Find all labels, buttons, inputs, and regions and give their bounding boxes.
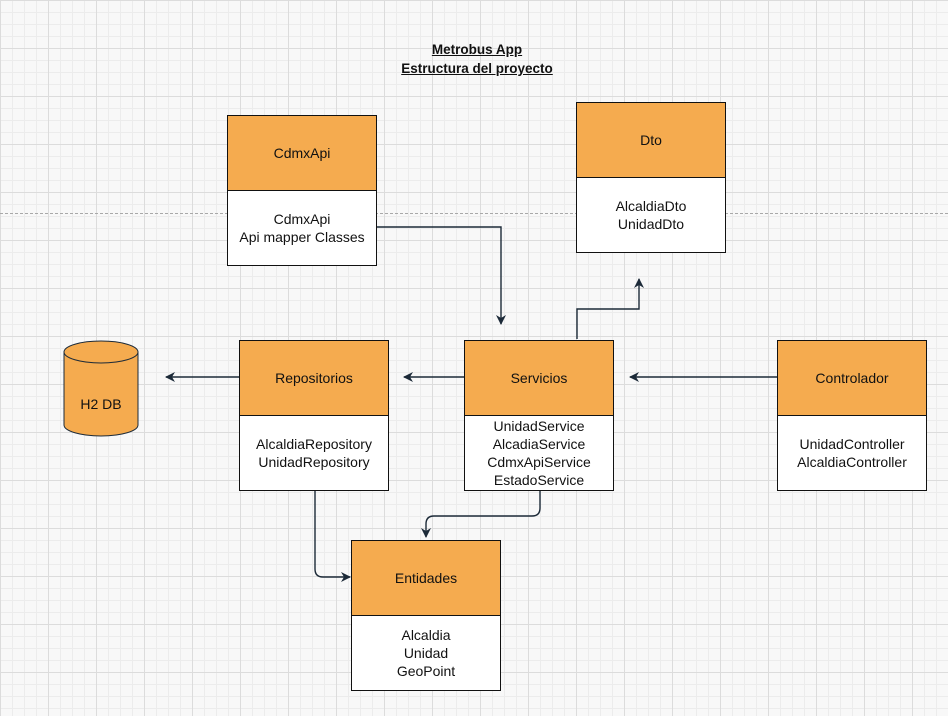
title-line-1: Metrobus App — [431, 42, 523, 57]
box-controlador[interactable]: Controlador UnidadController AlcaldiaCon… — [777, 340, 927, 491]
box-cdmxapi-header: CdmxApi — [228, 116, 376, 191]
box-dto-line: AlcaldiaDto — [615, 198, 687, 214]
edge-cdmxapi-servicios — [377, 226, 506, 325]
database-cylinder[interactable] — [63, 340, 139, 437]
edge-servicios-entidades — [421, 489, 541, 538]
box-servicios-line: CdmxApiService — [487, 454, 591, 470]
box-entidades-line: GeoPoint — [396, 663, 456, 679]
box-servicios[interactable]: Servicios UnidadService AlcadiaService C… — [464, 340, 614, 491]
box-controlador-body: UnidadController AlcaldiaController — [778, 416, 926, 490]
box-repositorios-header: Repositorios — [240, 341, 388, 416]
box-servicios-body: UnidadService AlcadiaService CdmxApiServ… — [465, 416, 613, 490]
box-dto-header: Dto — [577, 103, 725, 178]
box-servicios-line: UnidadService — [493, 418, 585, 434]
box-cdmxapi-body: CdmxApi Api mapper Classes — [228, 191, 376, 265]
box-controlador-header: Controlador — [778, 341, 926, 416]
box-cdmxapi-line: CdmxApi — [273, 211, 331, 227]
database-label: H2 DB — [80, 396, 122, 412]
edge-repositorios-entidades — [314, 489, 351, 582]
box-entidades-header: Entidades — [352, 541, 500, 616]
box-repositorios-line: AlcaldiaRepository — [256, 436, 372, 452]
box-controlador-line: AlcaldiaController — [797, 454, 907, 470]
edge-servicios-dto — [576, 278, 644, 339]
diagram-title: Metrobus App Estructura del proyecto — [374, 40, 580, 78]
box-entidades-body: Alcaldia Unidad GeoPoint — [352, 616, 500, 690]
title-line-2: Estructura del proyecto — [401, 61, 553, 76]
box-repositorios-body: AlcaldiaRepository UnidadRepository — [240, 416, 388, 490]
box-dto-body: AlcaldiaDto UnidadDto — [577, 178, 725, 252]
box-servicios-line: AlcadiaService — [492, 436, 586, 452]
box-servicios-header: Servicios — [465, 341, 613, 416]
box-cdmxapi-line: Api mapper Classes — [239, 229, 365, 245]
box-repositorios[interactable]: Repositorios AlcaldiaRepository UnidadRe… — [239, 340, 389, 491]
box-servicios-line: EstadoService — [493, 472, 585, 488]
box-entidades[interactable]: Entidades Alcaldia Unidad GeoPoint — [351, 540, 501, 691]
box-repositorios-line: UnidadRepository — [258, 454, 370, 470]
box-cdmxapi[interactable]: CdmxApi CdmxApi Api mapper Classes — [227, 115, 377, 266]
box-dto[interactable]: Dto AlcaldiaDto UnidadDto — [576, 102, 726, 253]
box-entidades-line: Unidad — [403, 645, 449, 661]
box-controlador-line: UnidadController — [799, 436, 905, 452]
box-entidades-line: Alcaldia — [401, 627, 451, 643]
box-dto-line: UnidadDto — [617, 216, 685, 232]
page-break-line — [0, 213, 948, 214]
